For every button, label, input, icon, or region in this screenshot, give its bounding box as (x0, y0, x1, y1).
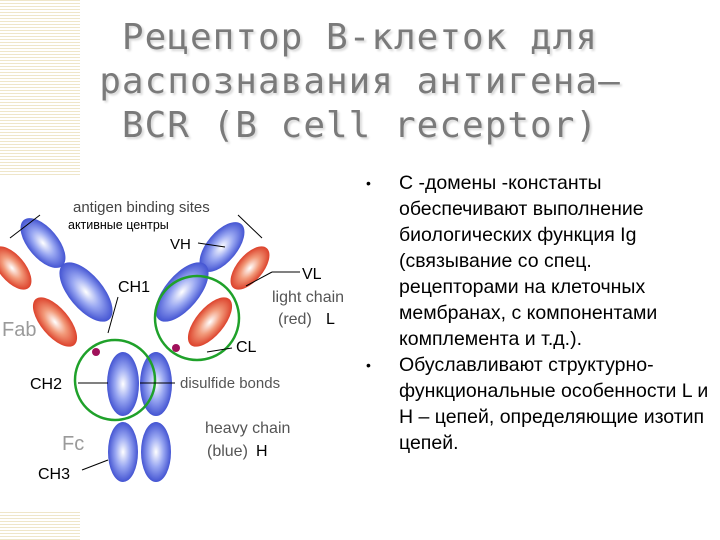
heavy-chain-left (20, 218, 139, 482)
label-fab: Fab (2, 319, 36, 341)
label-red: (red) (278, 311, 312, 328)
label-cl: CL (236, 339, 257, 356)
label-active-centers: активные центры (68, 218, 169, 232)
green-circle-left (73, 338, 157, 422)
ch2-domain-left (107, 352, 139, 416)
vl-domain-right (230, 246, 270, 290)
label-l: L (326, 311, 335, 328)
slide-title: Рецептор В-клеток для распознавания анти… (80, 16, 640, 148)
bullet-text-1: С -домены -константы обеспечивают выполн… (399, 172, 658, 350)
cl-domain-right (187, 297, 233, 347)
green-circle-right (153, 274, 241, 362)
label-ch1: CH1 (118, 279, 150, 296)
title-line-3: BCR (B cell receptor) (121, 105, 599, 146)
light-chain-left (0, 246, 78, 347)
bullet-symbol: • (366, 175, 371, 191)
title-line-1: Рецептор В-клеток для (121, 17, 599, 58)
label-ch2: CH2 (30, 376, 62, 393)
label-light-chain: light chain (272, 289, 344, 306)
light-chain-right (187, 246, 270, 347)
label-fc: Fc (62, 433, 84, 455)
ch1-domain-left (59, 262, 113, 322)
bullet-item-2: • Обуславливают структурно-функциональны… (363, 352, 715, 456)
leader-lines (9, 214, 300, 471)
bullet-text-2: Обуславливают структурно-функциональные … (399, 354, 709, 454)
vh-domain-left (20, 218, 66, 268)
bcr-antibody-diagram: antigen binding sites активные центры VH… (0, 199, 344, 483)
cl-domain-left (32, 297, 78, 347)
label-antigen-binding-sites: antigen binding sites (73, 199, 210, 216)
bullet-item-1: • С -домены -константы обеспечивают выпо… (363, 170, 715, 352)
ch3-domain-left (108, 422, 138, 482)
label-vh: VH (170, 236, 191, 253)
decorative-stripes-top (0, 0, 80, 175)
label-blue: (blue) (207, 443, 248, 460)
label-ch3: CH3 (38, 466, 70, 483)
bullet-list: • С -домены -константы обеспечивают выпо… (363, 170, 715, 456)
label-h: H (256, 443, 268, 460)
ch3-domain-right (141, 422, 171, 482)
label-vl: VL (302, 266, 322, 283)
bullet-symbol: • (366, 357, 371, 373)
label-heavy-chain: heavy chain (205, 420, 290, 437)
vl-domain-left (0, 246, 32, 290)
decorative-stripes-bottom (0, 510, 80, 540)
title-line-2: распознавания антигена– (99, 61, 621, 102)
disulfide-bond-markers (92, 344, 180, 356)
label-disulfide-bonds: disulfide bonds (180, 375, 280, 392)
